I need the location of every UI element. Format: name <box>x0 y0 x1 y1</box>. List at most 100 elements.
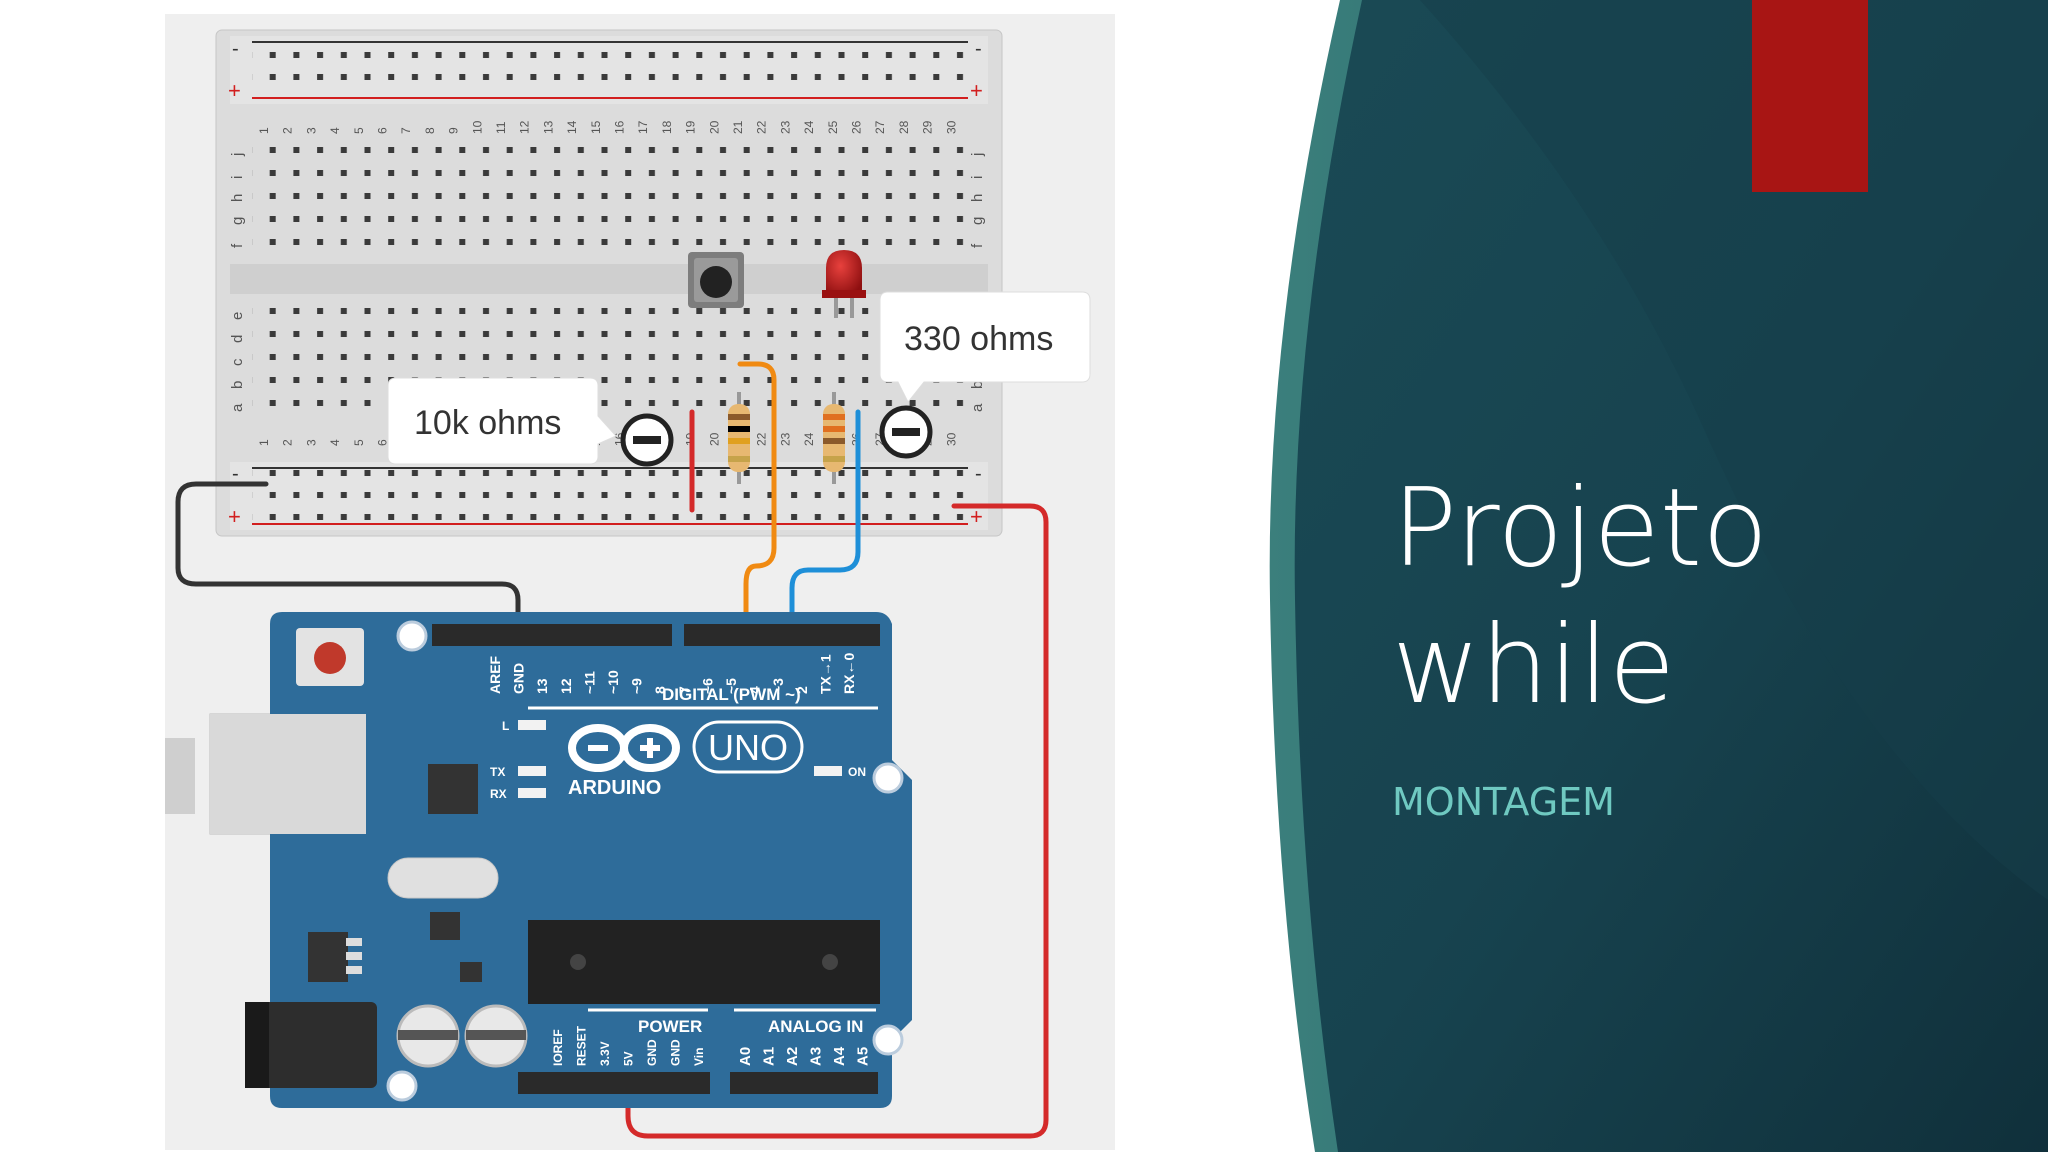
arduino-brand: ARDUINO <box>568 777 661 799</box>
power-pin-label: Vin <box>692 1048 706 1066</box>
row-letter: f <box>969 243 986 248</box>
digital-header-label: DIGITAL (PWM ~) <box>662 685 801 704</box>
led-l-label: L <box>502 719 509 733</box>
column-number: 6 <box>376 127 390 134</box>
slide-title-line-1: Projeto <box>1392 466 1768 591</box>
power-header-label: POWER <box>638 1017 702 1036</box>
column-number: 3 <box>304 439 318 446</box>
column-number: 1 <box>257 127 271 134</box>
led-tx-label: TX <box>490 765 505 779</box>
column-number: 14 <box>565 120 579 134</box>
column-number: 27 <box>873 120 887 134</box>
column-number: 26 <box>850 120 864 134</box>
digital-pin-label: ~11 <box>581 671 597 694</box>
column-number: 16 <box>613 120 627 134</box>
digital-pin-label: GND <box>511 663 527 694</box>
row-letter: j <box>969 153 986 157</box>
row-letter: a <box>229 403 246 412</box>
resistor-330 <box>823 392 845 484</box>
digital-pin-label: ~9 <box>629 678 645 694</box>
column-number: 24 <box>802 432 816 446</box>
column-number: 17 <box>636 120 650 134</box>
column-number: 19 <box>684 120 698 134</box>
digital-pin-label: ~10 <box>605 670 621 694</box>
row-letter: h <box>229 194 246 202</box>
wire-5v-red <box>625 503 1049 1139</box>
analog-pin-label: A5 <box>855 1047 872 1066</box>
rail-minus-label: - <box>232 38 239 60</box>
on-led-label: ON <box>848 765 866 779</box>
digital-pin-label: AREF <box>487 655 503 694</box>
callout-10k-label: 10k ohms <box>414 404 561 442</box>
slide-subtitle: MONTAGEM <box>1392 780 1615 824</box>
column-number: 10 <box>470 120 484 134</box>
digital-pin-label: 12 <box>558 678 574 694</box>
column-number: 28 <box>897 120 911 134</box>
callout-10k: 10k ohms <box>387 377 674 467</box>
row-letter: i <box>229 176 246 179</box>
row-letter: h <box>969 194 986 202</box>
column-number: 6 <box>376 439 390 446</box>
wire-orange <box>737 361 777 641</box>
row-letter: d <box>229 335 246 343</box>
column-number: 30 <box>944 120 958 134</box>
power-pin-label: 3.3V <box>598 1041 612 1066</box>
row-letter: f <box>229 243 246 248</box>
analog-pin-label: A0 <box>737 1047 754 1066</box>
analog-header-label: ANALOG IN <box>768 1017 863 1036</box>
analog-pin-label: A3 <box>808 1047 825 1066</box>
red-led <box>822 250 866 318</box>
digital-pin-label: 8 <box>652 686 668 694</box>
column-number: 4 <box>328 439 342 446</box>
title-panel <box>1269 0 2048 1152</box>
row-letter: g <box>969 217 986 225</box>
column-number: 1 <box>257 439 271 446</box>
analog-pin-label: A1 <box>761 1047 778 1066</box>
row-letter: i <box>969 176 986 179</box>
column-number: 5 <box>352 127 366 134</box>
column-number: 23 <box>778 120 792 134</box>
callout-330: 330 ohms <box>879 291 1091 459</box>
column-number: 5 <box>352 439 366 446</box>
column-number: 11 <box>494 121 508 134</box>
arduino-logo-icon <box>568 724 680 772</box>
column-number: 12 <box>518 120 532 134</box>
column-number: 29 <box>921 120 935 134</box>
digital-pin-label: ~6 <box>699 678 715 694</box>
column-number: 21 <box>731 120 745 134</box>
digital-pin-label: 7 <box>676 686 692 694</box>
column-number: 2 <box>281 439 295 446</box>
rail-plus-label: + <box>970 504 983 529</box>
analog-pin-label: A4 <box>831 1046 848 1066</box>
column-number: 8 <box>423 127 437 134</box>
rail-plus-label: + <box>970 78 983 103</box>
resistor-10k <box>728 392 750 484</box>
atmega-chip <box>528 920 880 1004</box>
column-number: 22 <box>755 120 769 134</box>
row-letter: b <box>229 381 246 389</box>
rail-minus-label: - <box>232 463 239 485</box>
row-letter: c <box>229 358 246 366</box>
digital-pin-label: 13 <box>534 678 550 694</box>
column-number: 25 <box>826 120 840 134</box>
row-letter: a <box>969 403 986 412</box>
callout-330-label: 330 ohms <box>904 320 1053 358</box>
column-number: 2 <box>281 127 295 134</box>
wire-ground-black <box>175 481 521 641</box>
analog-pin-label: A2 <box>784 1047 801 1066</box>
wire-blue <box>789 409 861 641</box>
rail-minus-label: - <box>975 463 982 485</box>
column-number: 23 <box>778 432 792 446</box>
row-letter: b <box>969 381 986 389</box>
power-pin-label: 5V <box>622 1051 636 1066</box>
digital-pin-label: TX→1 <box>817 654 833 694</box>
rail-plus-label: + <box>228 78 241 103</box>
slide-title-line-2: while <box>1392 603 1675 728</box>
digital-pin-label: RX←0 <box>841 653 857 694</box>
column-number: 9 <box>447 127 461 134</box>
column-number: 24 <box>802 120 816 134</box>
column-number: 20 <box>707 432 721 446</box>
digital-pin-label: ~5 <box>723 678 739 694</box>
